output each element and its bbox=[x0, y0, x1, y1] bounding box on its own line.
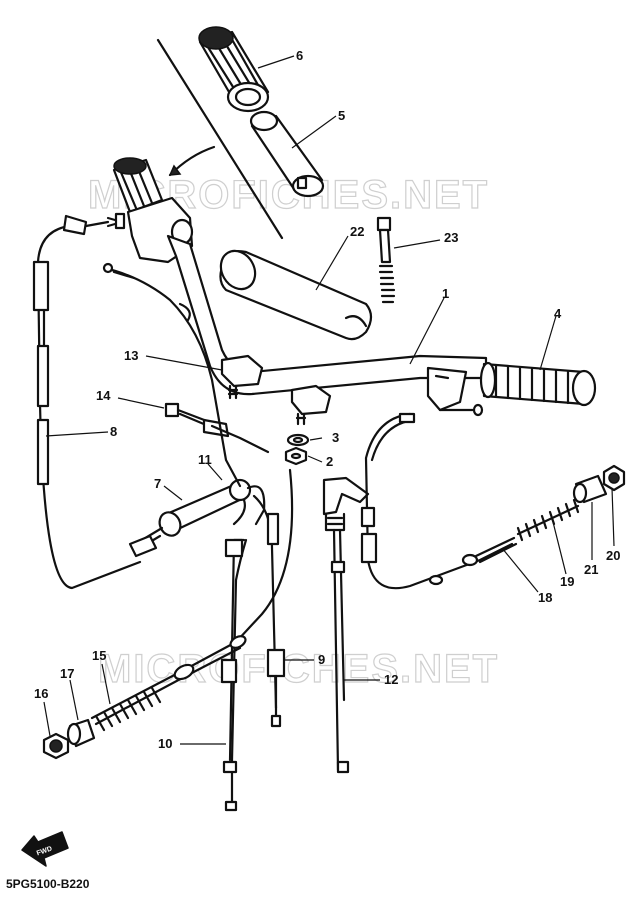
grip-cover[interactable] bbox=[214, 245, 373, 341]
cable-branch[interactable] bbox=[232, 485, 280, 710]
inset-detail bbox=[156, 38, 284, 240]
callout-15[interactable]: 15 bbox=[92, 648, 106, 663]
lower-cable-10[interactable] bbox=[220, 538, 248, 812]
callout-labels: 1 2 3 4 5 6 7 8 9 10 11 12 13 14 15 16 1… bbox=[34, 48, 620, 751]
nut[interactable] bbox=[284, 446, 308, 466]
callout-19[interactable]: 19 bbox=[560, 574, 574, 589]
callout-10[interactable]: 10 bbox=[158, 736, 172, 751]
handlebar-holder-upper[interactable] bbox=[220, 354, 332, 426]
adjuster-21[interactable] bbox=[572, 474, 608, 504]
callout-8[interactable]: 8 bbox=[110, 424, 117, 439]
cable-junction[interactable] bbox=[128, 478, 252, 558]
locknut-20[interactable] bbox=[602, 464, 626, 492]
adjuster-19[interactable] bbox=[516, 498, 580, 542]
callout-22[interactable]: 22 bbox=[350, 224, 364, 239]
lever-bracket-right bbox=[426, 366, 484, 417]
callout-4[interactable]: 4 bbox=[554, 306, 562, 321]
callout-20[interactable]: 20 bbox=[606, 548, 620, 563]
callout-16[interactable]: 16 bbox=[34, 686, 48, 701]
callout-2[interactable]: 2 bbox=[326, 454, 333, 469]
choke-cable[interactable] bbox=[322, 476, 370, 774]
locknut-16[interactable] bbox=[42, 732, 70, 760]
callout-13[interactable]: 13 bbox=[124, 348, 138, 363]
adjuster-17[interactable] bbox=[66, 718, 96, 748]
grip-left-inset[interactable] bbox=[198, 26, 270, 113]
callout-17[interactable]: 17 bbox=[60, 666, 74, 681]
callout-18[interactable]: 18 bbox=[538, 590, 552, 605]
callout-5[interactable]: 5 bbox=[338, 108, 345, 123]
callout-3[interactable]: 3 bbox=[332, 430, 339, 445]
leader-lines bbox=[43, 55, 615, 745]
throttle-cable-left[interactable] bbox=[32, 212, 142, 590]
throttle-cable-inner bbox=[102, 262, 242, 488]
callout-12[interactable]: 12 bbox=[384, 672, 398, 687]
throttle-tube[interactable] bbox=[249, 110, 325, 198]
callout-9[interactable]: 9 bbox=[318, 652, 325, 667]
callout-14[interactable]: 14 bbox=[96, 388, 111, 403]
lower-cable-9[interactable] bbox=[266, 648, 286, 728]
fwd-arrow-icon: FWD bbox=[21, 831, 69, 867]
callout-6[interactable]: 6 bbox=[296, 48, 303, 63]
watermark-bottom: MICROFICHES.NET bbox=[98, 647, 499, 691]
grip-right[interactable] bbox=[479, 361, 597, 407]
callout-21[interactable]: 21 bbox=[584, 562, 598, 577]
callout-23[interactable]: 23 bbox=[444, 230, 458, 245]
adjuster-cable-15[interactable] bbox=[90, 468, 294, 732]
diagram-code: 5PG5100-B220 bbox=[6, 877, 90, 891]
cable-right[interactable] bbox=[360, 412, 518, 590]
washer[interactable] bbox=[286, 433, 310, 447]
callout-1[interactable]: 1 bbox=[442, 286, 449, 301]
clamp-strap[interactable] bbox=[376, 216, 396, 304]
callout-11[interactable]: 11 bbox=[198, 452, 212, 467]
callout-7[interactable]: 7 bbox=[154, 476, 161, 491]
